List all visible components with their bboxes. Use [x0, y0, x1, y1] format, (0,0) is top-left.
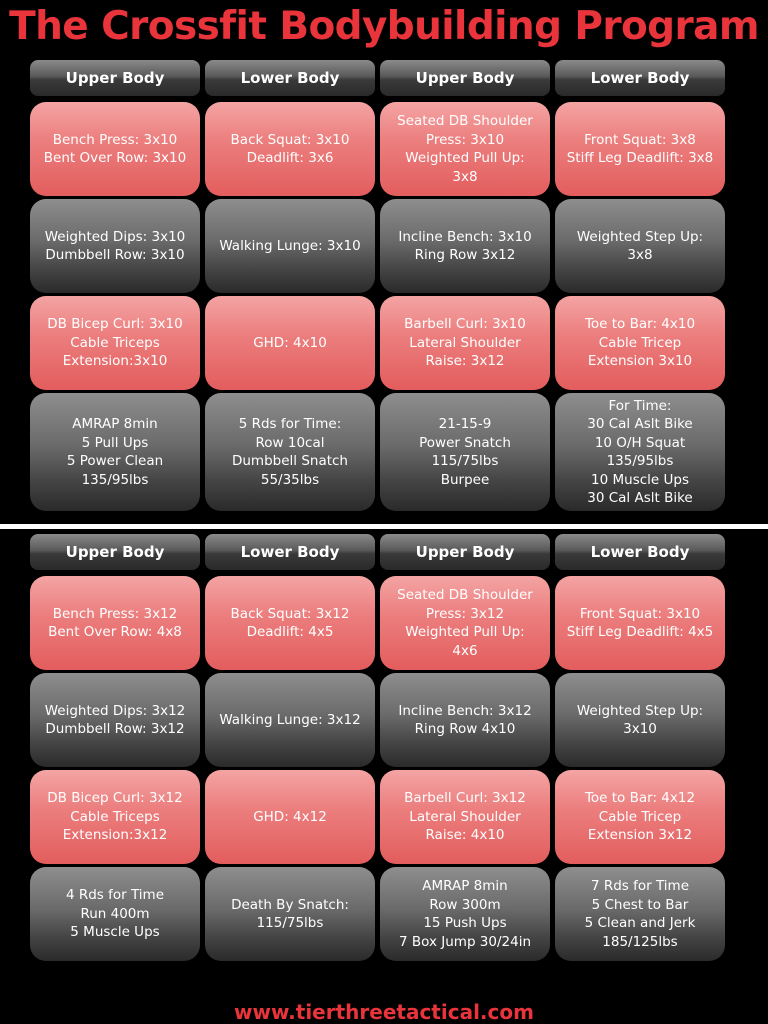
table-row: Bench Press: 3x12 Bent Over Row: 4x8 Bac… [30, 576, 732, 670]
workout-cell: Walking Lunge: 3x12 [205, 673, 375, 767]
workout-cell: Incline Bench: 3x12 Ring Row 4x10 [380, 673, 550, 767]
workout-cell: Weighted Dips: 3x12 Dumbbell Row: 3x12 [30, 673, 200, 767]
workout-cell: AMRAP 8min Row 300m 15 Push Ups 7 Box Ju… [380, 867, 550, 961]
workout-cell: Seated DB Shoulder Press: 3x10 Weighted … [380, 102, 550, 196]
week-2-table: Upper Body Lower Body Upper Body Lower B… [30, 534, 732, 961]
workout-cell: Incline Bench: 3x10 Ring Row 3x12 [380, 199, 550, 293]
header-row: Upper Body Lower Body Upper Body Lower B… [30, 534, 732, 573]
workout-cell: DB Bicep Curl: 3x10 Cable Triceps Extens… [30, 296, 200, 390]
workout-cell: Front Squat: 3x8 Stiff Leg Deadlift: 3x8 [555, 102, 725, 196]
column-header: Upper Body [380, 534, 550, 570]
table-row: Weighted Dips: 3x12 Dumbbell Row: 3x12 W… [30, 673, 732, 767]
workout-cell: Toe to Bar: 4x10 Cable Tricep Extension … [555, 296, 725, 390]
workout-cell: For Time: 30 Cal Aslt Bike 10 O/H Squat … [555, 393, 725, 511]
workout-cell: GHD: 4x10 [205, 296, 375, 390]
workout-cell: Weighted Dips: 3x10 Dumbbell Row: 3x10 [30, 199, 200, 293]
week-1-table: Upper Body Lower Body Upper Body Lower B… [30, 60, 732, 511]
website-link[interactable]: www.tierthreetactical.com [234, 1000, 534, 1024]
workout-cell: Seated DB Shoulder Press: 3x12 Weighted … [380, 576, 550, 670]
workout-cell: AMRAP 8min 5 Pull Ups 5 Power Clean 135/… [30, 393, 200, 511]
workout-cell: GHD: 4x12 [205, 770, 375, 864]
workout-cell: Walking Lunge: 3x10 [205, 199, 375, 293]
column-header: Lower Body [205, 534, 375, 570]
workout-cell: 21-15-9 Power Snatch 115/75lbs Burpee [380, 393, 550, 511]
table-row: DB Bicep Curl: 3x12 Cable Triceps Extens… [30, 770, 732, 864]
column-header: Lower Body [205, 60, 375, 96]
workout-cell: Back Squat: 3x12 Deadlift: 4x5 [205, 576, 375, 670]
workout-cell: Bench Press: 3x10 Bent Over Row: 3x10 [30, 102, 200, 196]
workout-cell: Weighted Step Up: 3x8 [555, 199, 725, 293]
week-divider [0, 524, 768, 529]
table-row: Weighted Dips: 3x10 Dumbbell Row: 3x10 W… [30, 199, 732, 293]
column-header: Upper Body [30, 534, 200, 570]
header-row: Upper Body Lower Body Upper Body Lower B… [30, 60, 732, 99]
workout-cell: Barbell Curl: 3x10 Lateral Shoulder Rais… [380, 296, 550, 390]
table-row: Bench Press: 3x10 Bent Over Row: 3x10 Ba… [30, 102, 732, 196]
column-header: Lower Body [555, 60, 725, 96]
workout-cell: Back Squat: 3x10 Deadlift: 3x6 [205, 102, 375, 196]
column-header: Upper Body [380, 60, 550, 96]
workout-cell: Toe to Bar: 4x12 Cable Tricep Extension … [555, 770, 725, 864]
workout-cell: Death By Snatch: 115/75lbs [205, 867, 375, 961]
column-header: Lower Body [555, 534, 725, 570]
table-row: AMRAP 8min 5 Pull Ups 5 Power Clean 135/… [30, 393, 732, 511]
workout-cell: DB Bicep Curl: 3x12 Cable Triceps Extens… [30, 770, 200, 864]
page-title: The Crossfit Bodybuilding Program [9, 4, 759, 49]
workout-cell: 5 Rds for Time: Row 10cal Dumbbell Snatc… [205, 393, 375, 511]
workout-cell: 7 Rds for Time 5 Chest to Bar 5 Clean an… [555, 867, 725, 961]
table-row: 4 Rds for Time Run 400m 5 Muscle Ups Dea… [30, 867, 732, 961]
table-row: DB Bicep Curl: 3x10 Cable Triceps Extens… [30, 296, 732, 390]
workout-cell: 4 Rds for Time Run 400m 5 Muscle Ups [30, 867, 200, 961]
workout-cell: Weighted Step Up: 3x10 [555, 673, 725, 767]
workout-cell: Bench Press: 3x12 Bent Over Row: 4x8 [30, 576, 200, 670]
workout-cell: Front Squat: 3x10 Stiff Leg Deadlift: 4x… [555, 576, 725, 670]
workout-cell: Barbell Curl: 3x12 Lateral Shoulder Rais… [380, 770, 550, 864]
column-header: Upper Body [30, 60, 200, 96]
